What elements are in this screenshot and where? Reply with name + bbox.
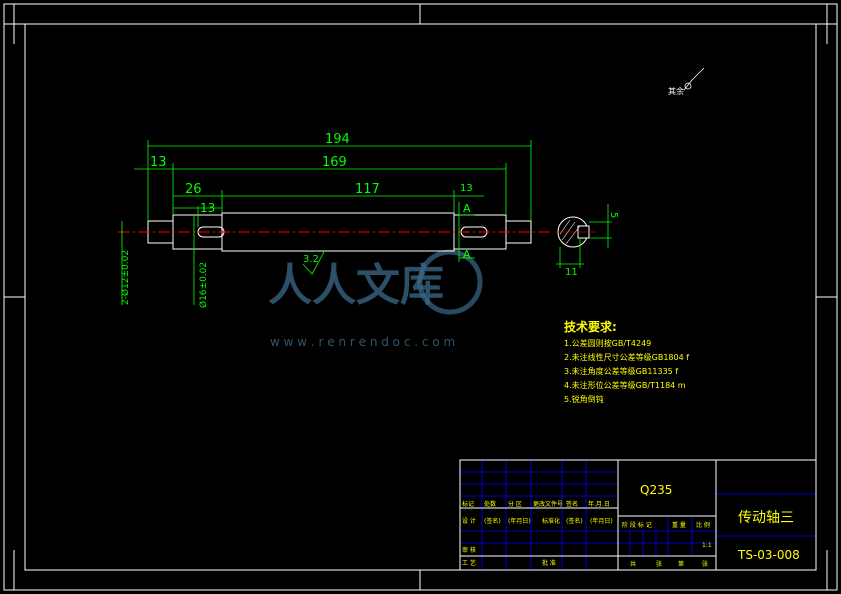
tb-standard: 标准化 [542, 517, 560, 525]
drawing-frame [3, 3, 838, 591]
section-view: 11 5 [556, 204, 619, 278]
tb-scale-value: 1:1 [702, 542, 712, 549]
tb-part-name: 传动轴三 [738, 510, 794, 526]
tb-standard-sign: (签名) [566, 517, 583, 525]
dim-dia-end: 2-Ø12±0.02 [120, 250, 131, 305]
dim-right-step: 13 [460, 183, 473, 194]
surface-note: 其余 [668, 86, 684, 96]
tb-design-date: (年月日) [508, 517, 531, 525]
dim-left-keyway-offset: 26 [185, 182, 202, 197]
tb-review: 审 核 [462, 546, 476, 554]
dim-between-shoulders: 169 [322, 155, 347, 170]
tech-item-4: 4.未注形位公差等级GB/T1184 m [564, 380, 686, 390]
tb-date: 年.月.日 [588, 500, 610, 508]
tech-item-1: 1.公差圆则按GB/T4249 [564, 338, 651, 348]
roughness-value: 3.2 [303, 254, 319, 265]
dim-overall: 194 [325, 132, 350, 147]
tb-design-sign: (签名) [484, 517, 501, 525]
tech-title: 技术要求: [564, 319, 617, 334]
watermark-text: 人人文库 [268, 260, 444, 311]
tb-sheet-total: 共 [630, 560, 636, 568]
surface-roughness-circle-icon [684, 82, 692, 90]
section-mark-top: A [463, 202, 471, 215]
tb-zone: 分 区 [508, 500, 522, 508]
roughness-symbol-icon [302, 251, 325, 275]
tb-sheet-unit-2: 张 [702, 560, 708, 568]
dimension-lines [121, 140, 532, 305]
tb-weight: 重 量 [672, 521, 686, 529]
dim-dia-body: Ø16±0.02 [198, 262, 209, 308]
tb-standard-date: (年月日) [590, 517, 613, 525]
tb-scale-label: 比 例 [696, 521, 710, 529]
tb-approve: 批 准 [542, 559, 556, 567]
dim-middle: 117 [355, 182, 380, 197]
tech-requirements: 技术要求: 1.公差圆则按GB/T4249 2.未注线性尺寸公差等级GB1804… [564, 319, 689, 404]
tb-stage-mark: 阶 段 标 记 [622, 521, 652, 529]
watermark-url: w w w . r e n r e n d o c . c o m [270, 335, 455, 349]
dim-keyway-length: 13 [200, 201, 215, 215]
title-block: 标记 处数 分 区 更改文件号 签名 年.月.日 设 计 (签名) (年月日) … [459, 459, 817, 571]
surface-roughness-icon [683, 67, 705, 91]
tb-design: 设 计 [462, 517, 476, 525]
tech-item-5: 5.锐角倒钝 [564, 394, 604, 404]
tb-change-doc: 更改文件号 [533, 500, 563, 508]
tb-sheet-unit-1: 张 [656, 560, 662, 568]
watermark-logo-icon [417, 249, 483, 315]
tb-process: 工 艺 [462, 559, 476, 567]
tb-drawing-number: TS-03-008 [737, 548, 800, 562]
dim-section-depth: 5 [608, 212, 619, 218]
tech-item-3: 3.未注角度公差等级GB11335 f [564, 366, 678, 376]
section-mark-bottom: A [463, 248, 471, 261]
tb-sheet-no: 第 [678, 560, 684, 568]
tb-count: 处数 [484, 500, 496, 508]
dim-left-step: 13 [150, 155, 167, 170]
tb-mark: 标记 [462, 500, 474, 508]
tb-signature: 签名 [566, 500, 578, 508]
tech-item-2: 2.未注线性尺寸公差等级GB1804 f [564, 352, 689, 362]
dim-section-width: 11 [565, 267, 578, 278]
dimension-labels: 194 169 13 26 117 13 13 2-Ø12±0.02 Ø16±0… [120, 132, 473, 308]
watermark: 人人文库 w w w . r e n r e n d o c . c o m [268, 249, 483, 349]
tb-material: Q235 [640, 483, 672, 497]
